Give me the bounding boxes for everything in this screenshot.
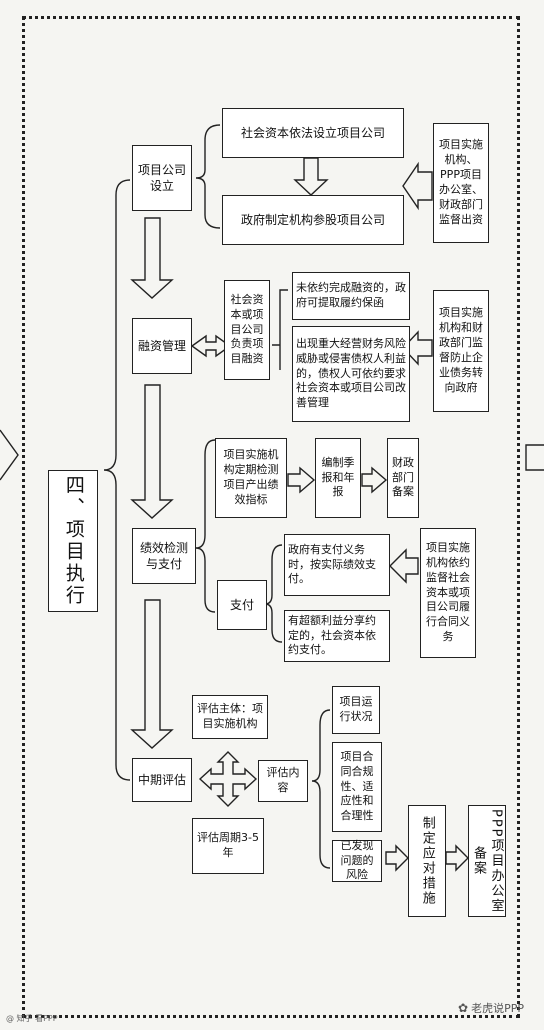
performance-supervisor: 项目实施机构依约监督社会资本或项目公司履行合同义务: [420, 528, 476, 658]
midterm-content-text: 评估内容: [266, 766, 300, 794]
section-title: 四、项目执行: [48, 470, 98, 612]
performance-excess-pay-text: 有超额利益分享约定的，社会资本依约支付。: [288, 613, 376, 657]
watermark-brand: 老虎说PPP: [471, 1002, 524, 1015]
performance-report-text: 编制季报和年报: [321, 455, 355, 499]
midterm-cycle-text: 评估周期3-5年: [197, 831, 259, 859]
midterm-content: 评估内容: [258, 760, 308, 802]
performance-gov-pay-text: 政府有支付义务时，按实际绩效支付。: [288, 542, 376, 586]
performance-monitor: 项目实施机构定期检测项目产出绩效指标: [215, 438, 287, 518]
midterm-subject-text: 评估主体：项目实施机构: [197, 702, 263, 730]
midterm-record-text: PPP项目办公室备案: [471, 808, 504, 914]
stage-performance: 绩效检测与支付: [132, 528, 196, 584]
stage-arrow-3: [130, 599, 174, 749]
midterm-item-compliance-text: 项目合同合规性、适应性和合理性: [340, 749, 374, 823]
payment-bracket: [264, 544, 283, 643]
setup-social-capital: 社会资本依法设立项目公司: [222, 108, 404, 158]
stage-midterm: 中期评估: [132, 758, 192, 802]
midterm-record: PPP项目办公室备案: [468, 805, 506, 917]
performance-gov-pay: 政府有支付义务时，按实际绩效支付。: [284, 534, 390, 596]
performance-excess-pay: 有超额利益分享约定的，社会资本依约支付。: [284, 610, 390, 662]
performance-bracket: [195, 439, 216, 613]
performance-monitor-text: 项目实施机构定期检测项目产出绩效指标: [223, 448, 279, 506]
performance-supervisor-arrow: [389, 548, 419, 584]
financing-supervisor-arrow: [402, 330, 433, 366]
midterm-item-operation: 项目运行状况: [332, 686, 380, 734]
section-title-text: 四、项目执行: [62, 475, 85, 607]
stage-midterm-label: 中期评估: [137, 772, 186, 787]
right-edge-tab: [525, 444, 544, 471]
setup-gov-shares-text: 政府制定机构参股项目公司: [240, 212, 385, 227]
wechat-icon: ✿: [458, 1001, 469, 1015]
performance-supervisor-text: 项目实施机构依约监督社会资本或项目公司履行合同义务: [426, 541, 470, 644]
main-bracket: [103, 179, 131, 781]
watermark-left: @ 知乎 看PPP: [6, 1014, 58, 1023]
financing-risk-text: 出现重大经营财务风险威胁或侵害债权人利益的，债权人可依约要求社会资本或项目公司改…: [296, 336, 406, 410]
setup-social-capital-text: 社会资本依法设立项目公司: [240, 125, 385, 140]
stage-arrow-1: [130, 217, 174, 299]
setup-supervisor-text: 项目实施机构、PPP项目办公室、财政部门监督出资: [439, 138, 483, 226]
left-edge-arrow: [0, 429, 19, 481]
midterm-cycle: 评估周期3-5年: [192, 818, 264, 874]
midterm-cross-arrow: [198, 751, 258, 807]
midterm-item-risk: 已发现问题的风险: [332, 838, 382, 882]
midterm-item-risk-text: 已发现问题的风险: [340, 838, 374, 882]
midterm-item-compliance: 项目合同合规性、适应性和合理性: [332, 742, 382, 832]
stage-setup-label: 项目公司设立: [137, 162, 186, 193]
measures-record-arrow: [445, 844, 469, 872]
dotted-frame: [22, 16, 520, 1018]
financing-responsible-text: 社会资本或项目公司负责项目融资: [230, 292, 264, 366]
midterm-item-operation-text: 项目运行状况: [339, 695, 373, 723]
stage-setup: 项目公司设立: [132, 145, 192, 211]
stage-financing: 融资管理: [132, 318, 192, 374]
performance-payment: 支付: [217, 580, 267, 630]
financing-bracket: [272, 289, 288, 370]
setup-bracket: [195, 124, 221, 229]
financing-supervisor-text: 项目实施机构和财政部门监督防止企业债务转向政府: [439, 306, 483, 394]
midterm-measures: 制定应对措施: [408, 805, 446, 917]
stage-performance-label: 绩效检测与支付: [139, 540, 188, 571]
financing-fail: 未依约完成融资的，政府可提取履约保函: [292, 272, 410, 320]
performance-finance-record-text: 财政部门备案: [392, 455, 414, 499]
stage-financing-label: 融资管理: [137, 338, 186, 353]
content-bracket: [311, 709, 331, 869]
performance-payment-text: 支付: [229, 597, 254, 612]
setup-gov-shares: 政府制定机构参股项目公司: [222, 195, 404, 245]
setup-supervisor: 项目实施机构、PPP项目办公室、财政部门监督出资: [433, 123, 489, 243]
financing-supervisor: 项目实施机构和财政部门监督防止企业债务转向政府: [433, 290, 489, 412]
setup-supervisor-arrow: [402, 161, 433, 211]
financing-responsible: 社会资本或项目公司负责项目融资: [224, 280, 270, 380]
midterm-measures-text: 制定应对措施: [419, 816, 435, 906]
setup-down-arrow: [293, 157, 329, 196]
financing-fail-text: 未依约完成融资的，政府可提取履约保函: [296, 281, 406, 309]
risk-measures-arrow: [385, 844, 409, 872]
performance-report: 编制季报和年报: [315, 438, 361, 518]
midterm-subject: 评估主体：项目实施机构: [192, 695, 268, 739]
performance-finance-record: 财政部门备案: [387, 438, 419, 518]
report-finance-arrow: [361, 466, 388, 494]
financing-risk: 出现重大经营财务风险威胁或侵害债权人利益的，债权人可依约要求社会资本或项目公司改…: [292, 326, 410, 422]
watermark: ✿ 老虎说PPP: [458, 1000, 524, 1016]
monitor-report-arrow: [287, 466, 316, 494]
stage-arrow-2: [130, 384, 174, 519]
